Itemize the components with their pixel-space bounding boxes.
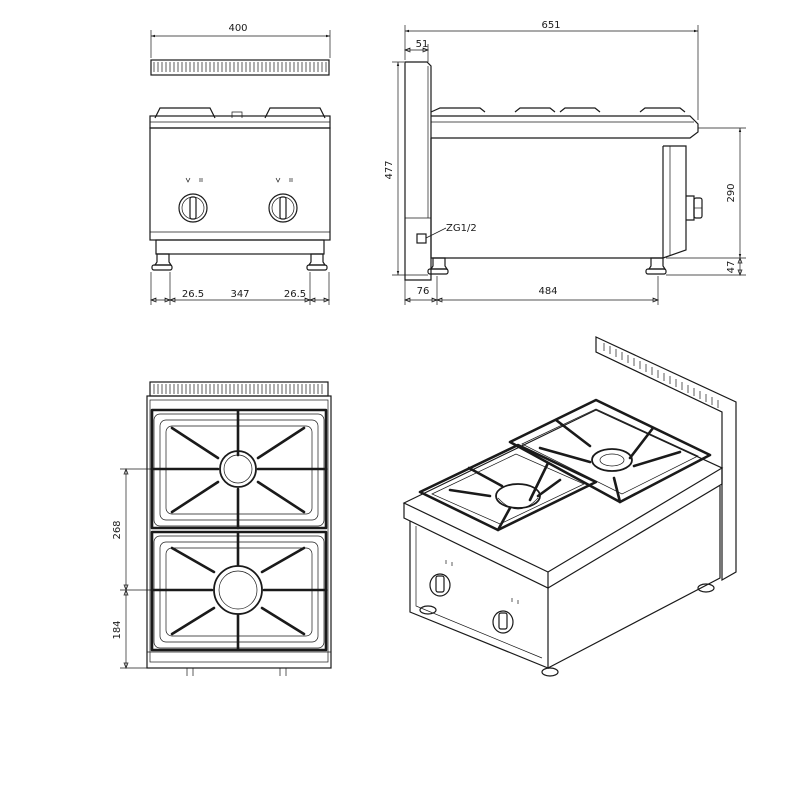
gas-connection-label: ZG1/2	[446, 223, 477, 234]
dim-side-front: 76	[417, 286, 430, 297]
front-knob-right	[268, 177, 298, 223]
dim-side-back: 51	[416, 39, 429, 50]
front-view: 400 26.5 347 26.5	[149, 23, 331, 305]
dim-front-left: 26.5	[182, 289, 204, 300]
iso-knob-right	[492, 598, 519, 634]
front-knob-left	[178, 177, 208, 223]
dim-front-mid: 347	[230, 289, 249, 300]
front-vent-slots	[153, 62, 327, 72]
dim-side-legs: 484	[538, 286, 557, 297]
dim-top-spacing: 268	[112, 520, 123, 539]
iso-knob-left	[429, 560, 453, 597]
iso-grate-front	[418, 443, 598, 532]
dim-side-depth: 651	[541, 20, 560, 31]
dim-top-front: 184	[112, 620, 123, 639]
dim-side-leg: 47	[726, 261, 737, 274]
iso-grate-rear	[508, 398, 712, 504]
isometric-view	[402, 336, 737, 677]
dim-front-right: 26.5	[284, 289, 306, 300]
dim-side-body: 290	[726, 183, 737, 202]
top-view: 268 184	[112, 381, 332, 676]
side-knob	[686, 195, 703, 221]
top-grate-front	[150, 530, 328, 652]
dim-front-width: 400	[228, 23, 247, 34]
dim-side-height: 477	[384, 160, 395, 179]
side-view: ZG1/2 651 51 477 290 47	[384, 20, 746, 305]
